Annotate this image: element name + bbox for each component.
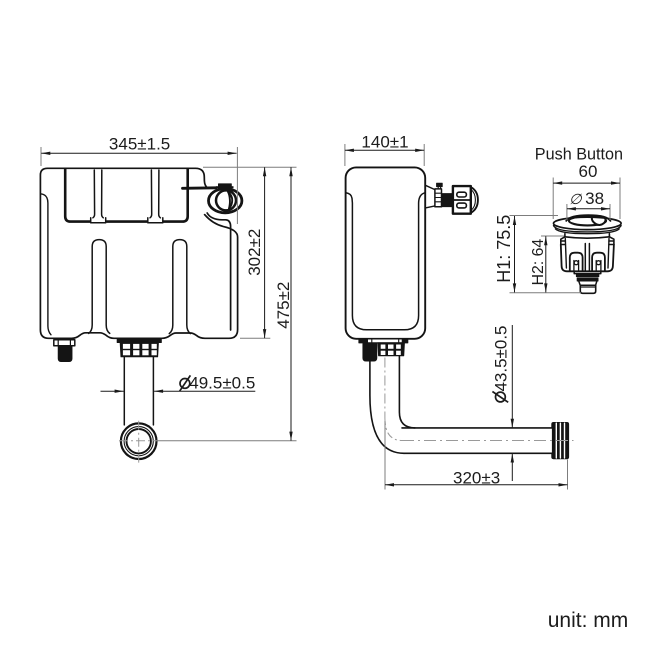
svg-text:H2: 64: H2: 64 (530, 239, 547, 286)
svg-text:49.5±0.5: 49.5±0.5 (189, 373, 255, 392)
svg-text:H1: 75.5: H1: 75.5 (494, 215, 514, 283)
svg-text:Push Button: Push Button (535, 146, 623, 164)
svg-text:43.5±0.5: 43.5±0.5 (492, 325, 511, 391)
svg-text:∅38: ∅38 (569, 189, 604, 208)
svg-text:345±1.5: 345±1.5 (109, 134, 170, 153)
svg-text:320±3: 320±3 (453, 469, 500, 488)
svg-text:302±2: 302±2 (245, 229, 264, 276)
svg-text:unit: mm: unit: mm (548, 609, 629, 632)
svg-text:475±2: 475±2 (274, 282, 293, 329)
svg-text:140±1: 140±1 (361, 132, 408, 151)
svg-text:60: 60 (579, 162, 598, 181)
